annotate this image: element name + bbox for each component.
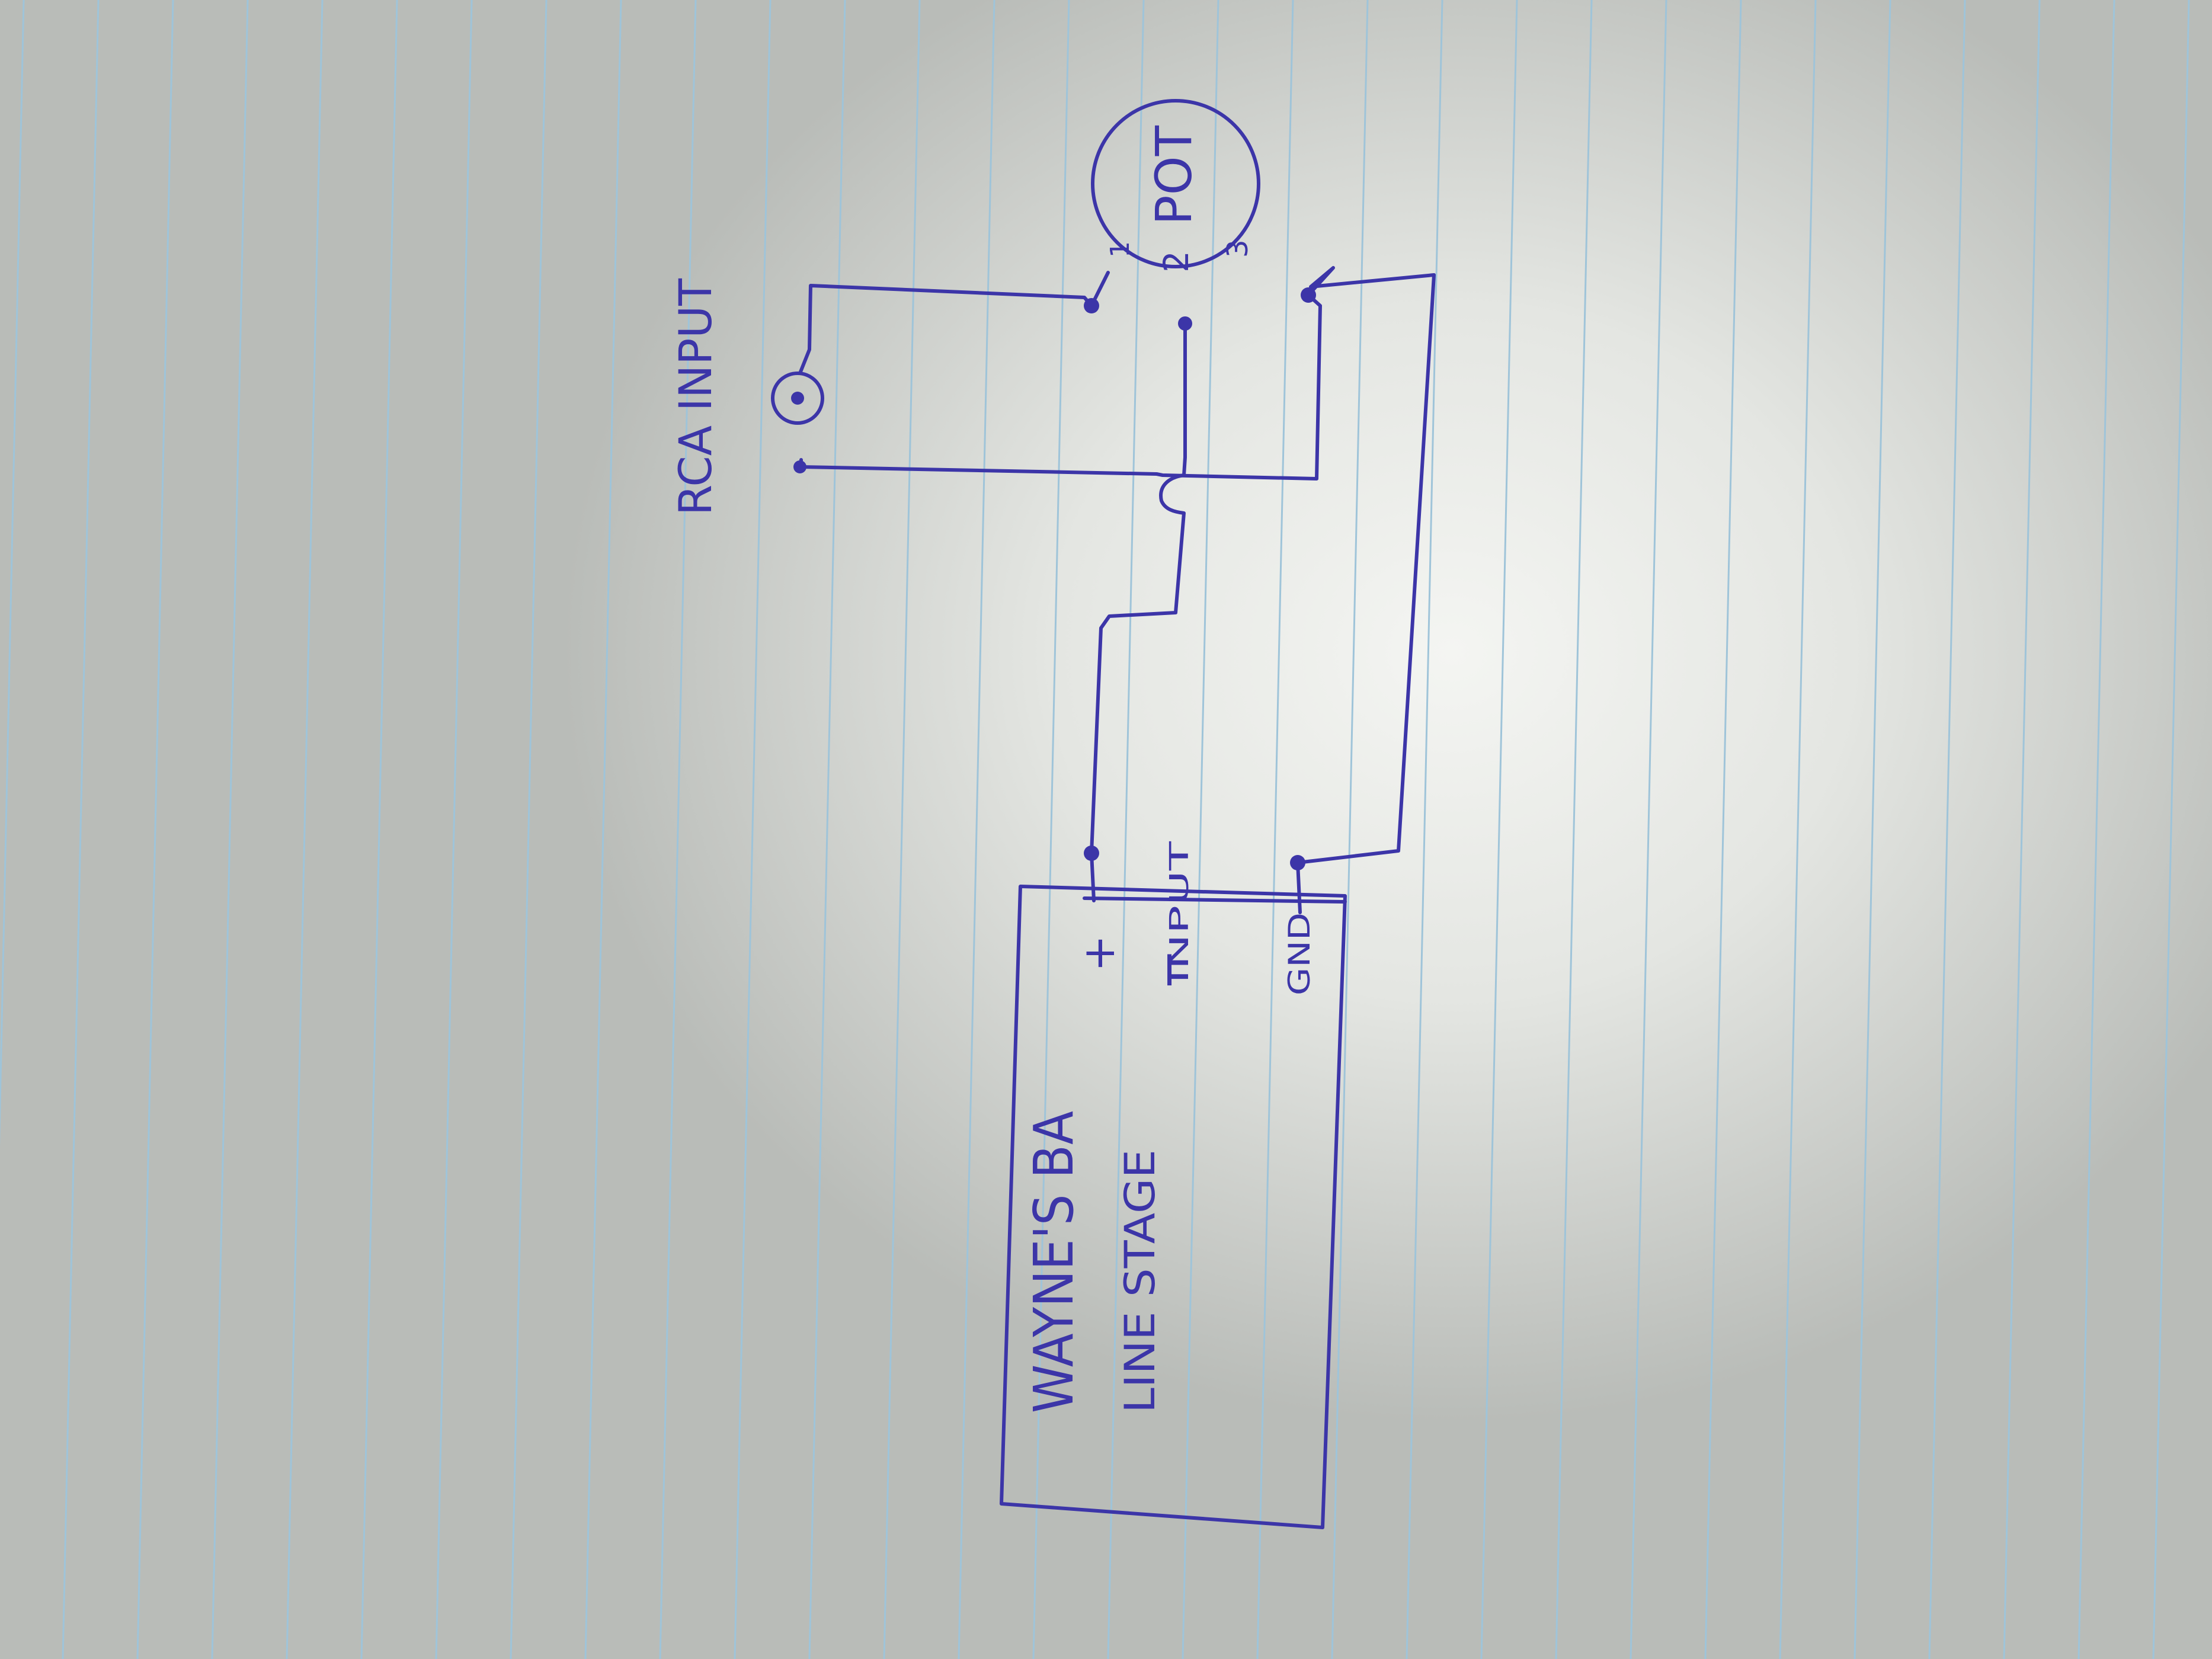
rca-jack — [771, 371, 824, 473]
wire-plus-stub — [1090, 851, 1096, 902]
pot-label: POT — [1145, 125, 1203, 225]
rule-line — [1256, 0, 1294, 1659]
rule-line — [734, 0, 772, 1659]
pot-body — [1091, 99, 1260, 268]
rule-line — [659, 0, 697, 1659]
gnd-label: GND — [1282, 912, 1317, 995]
rule-line — [286, 0, 324, 1659]
rule-line — [2152, 0, 2190, 1659]
rule-line — [883, 0, 921, 1659]
rule-line — [1555, 0, 1593, 1659]
input-label: INPUT — [1164, 841, 1195, 984]
board-gnd-terminal — [1290, 855, 1305, 870]
rule-line — [1928, 0, 1966, 1659]
rule-line — [584, 0, 622, 1659]
rule-line — [1406, 0, 1443, 1659]
rule-line — [1480, 0, 1518, 1659]
rule-line — [1032, 0, 1070, 1659]
rule-line — [1704, 0, 1742, 1659]
rule-line — [958, 0, 995, 1659]
wire-rca-signal-to-pot-1 — [798, 271, 1110, 375]
rule-line — [2077, 0, 2115, 1659]
wire-pot-3-to-board-gnd — [1296, 266, 1436, 864]
board-plus-terminal — [1084, 845, 1099, 861]
wires — [798, 266, 1436, 914]
rule-line — [360, 0, 398, 1659]
board-top-double-line — [1083, 896, 1347, 904]
wire-rca-ground-to-pot-3 — [799, 293, 1322, 481]
pot-pin-1-label: 1 — [1105, 241, 1135, 258]
rule-line — [1779, 0, 1817, 1659]
rule-line — [808, 0, 846, 1659]
rca-jack-body — [771, 371, 824, 425]
rule-line — [1107, 0, 1145, 1659]
minus-label: − — [1139, 949, 1197, 991]
rule-line — [510, 0, 548, 1659]
rule-line — [62, 0, 100, 1659]
pot-pin-2-label: 2 — [1156, 251, 1196, 273]
rule-line — [2003, 0, 2041, 1659]
wire-gnd-stub — [1296, 861, 1302, 914]
wire-pot-wiper-to-board-plus — [1090, 322, 1187, 855]
rule-line — [211, 0, 249, 1659]
rule-line — [0, 0, 25, 1148]
rule-line — [1630, 0, 1667, 1659]
rule-line — [1331, 0, 1369, 1659]
board-title-line2: LINE STAGE — [1116, 1149, 1164, 1413]
rule-line — [1854, 0, 1891, 1659]
pot-pin-3-label: 3 — [1221, 239, 1254, 258]
rule-line — [136, 0, 174, 1659]
rule-line — [1182, 0, 1219, 1659]
rca-jack-center-pin — [791, 392, 804, 405]
board-title-line1: WAYNE'S BA — [1022, 1111, 1086, 1413]
plus-label: + — [1074, 935, 1125, 972]
line-stage-board — [1000, 885, 1347, 1529]
rca-input-label: RCA INPUT — [669, 278, 722, 515]
rule-line — [435, 0, 473, 1659]
